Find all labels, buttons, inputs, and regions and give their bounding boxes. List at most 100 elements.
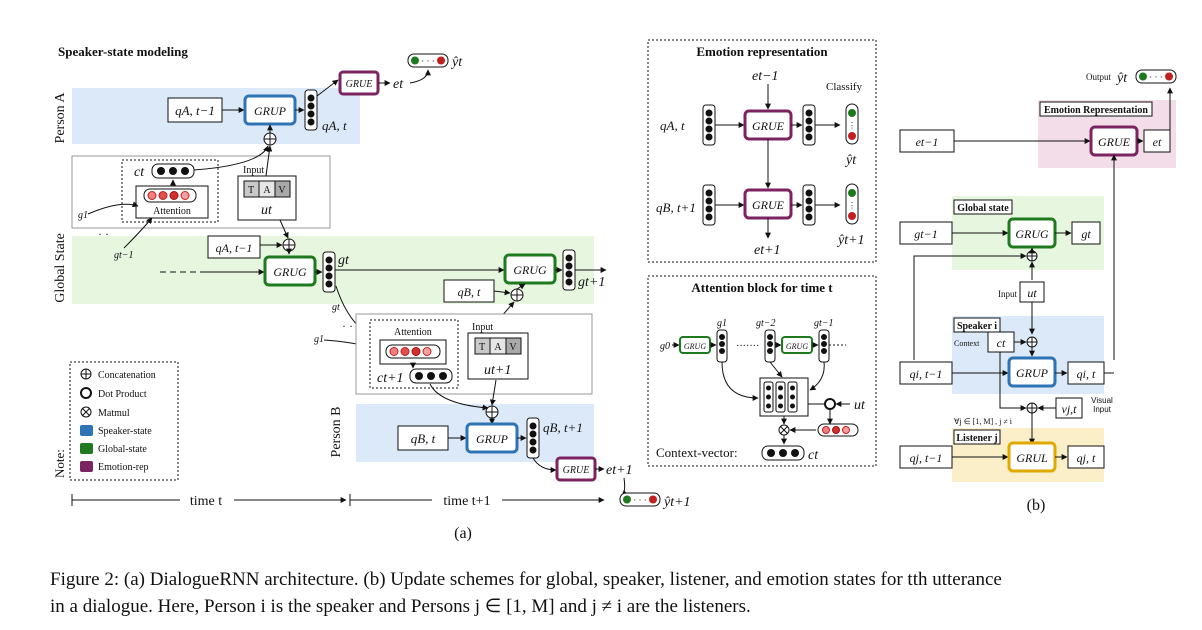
u-next-label: ut+1: [484, 363, 511, 378]
output-b-vector: [619, 492, 661, 507]
left-title: Speaker-state modeling: [58, 44, 188, 59]
svg-text:·······: ·······: [736, 341, 759, 352]
rb-e-prev: et−1: [916, 135, 939, 149]
rb-e-t-box: [1143, 129, 1171, 153]
svg-text:· · ·: · · ·: [1149, 72, 1163, 82]
svg-text:⋮: ⋮: [848, 121, 856, 130]
u-t-label: ut: [261, 203, 273, 218]
g-t-vector: [322, 251, 336, 293]
ap-g-t2: gt−2: [756, 318, 776, 329]
tav-t-next: T: [479, 342, 485, 353]
dialoguernn-diagram: Speaker-state modeling Person A Global S…: [52, 39, 1177, 542]
panel-b-label: (b): [1027, 497, 1046, 514]
attention-label-next: Attention: [394, 327, 432, 338]
rb-q-j-t: qj, t: [1077, 451, 1096, 465]
classify-label: Classify: [826, 81, 863, 93]
legend-dot: Dot Product: [98, 389, 147, 400]
caption-line-1: Figure 2: (a) DialogueRNN architecture. …: [50, 569, 1002, 590]
q-a-prev-global-label: qA, t−1: [216, 241, 253, 255]
ap-c-t: ct: [808, 448, 819, 463]
input-label-t: Input: [243, 165, 264, 176]
rb-gru-p-label: GRUP: [1016, 366, 1049, 380]
tav-v: V: [278, 185, 286, 196]
g-prev-label-t: gt−1: [114, 250, 134, 261]
e-next-label: et+1: [606, 463, 633, 478]
g-t-small: gt: [332, 302, 340, 313]
person-a-label: Person A: [53, 92, 68, 144]
y-hat-t-label: ŷt: [450, 55, 463, 70]
input-label-next: Input: [472, 322, 493, 333]
svg-text:· ·: · ·: [98, 227, 109, 241]
q-b-next-label: qB, t+1: [543, 420, 583, 435]
ap-g0: g0: [660, 341, 670, 352]
rb-g-prev: gt−1: [914, 227, 937, 241]
q-b-t-label: qB, t: [411, 431, 436, 446]
e-t-label: et: [393, 77, 404, 92]
g1-label-next: g1: [314, 334, 324, 345]
attention-panel-title: Attention block for time t: [691, 280, 833, 295]
rb-v-jt: vj,t: [1062, 402, 1078, 416]
q-a-t-label: qA, t: [322, 118, 347, 133]
gru-g-next: [503, 253, 557, 285]
rb-gru-p: [1007, 356, 1057, 388]
rb-g-t-box: [1071, 221, 1101, 245]
rb-condition: ∀j ∈ [1, M] , j ≠ i: [954, 417, 1013, 426]
rb-q-j-prev: qj, t−1: [910, 451, 943, 465]
ep-gru-e-b-label: GRUE: [752, 198, 785, 212]
rb-listener-label: Listener j: [956, 433, 997, 444]
person-b-label: Person B: [329, 407, 344, 458]
legend-box: [69, 361, 179, 481]
q-a-t-vector: [304, 89, 318, 131]
c-t-label: ct: [134, 165, 145, 180]
rb-y-hat: ŷt: [1115, 71, 1128, 86]
note-label: Note:: [52, 449, 67, 478]
ap-u-t: ut: [854, 398, 866, 413]
ep-gru-e-a-label: GRUE: [752, 119, 785, 133]
rb-gru-g-label: GRUG: [1015, 227, 1049, 241]
ap-g-t1: gt−1: [814, 318, 834, 329]
rb-gru-l-label: GRUL: [1016, 451, 1048, 465]
time-t-text: time t: [190, 494, 222, 509]
ap-gru-g-2: GRUG: [786, 342, 808, 351]
rb-c-t: ct: [997, 336, 1006, 350]
gru-p-b-label: GRUP: [476, 432, 509, 446]
rb-e-t: et: [1153, 135, 1162, 149]
y-hat-next-label: ŷt+1: [662, 495, 691, 510]
rb-visual-input: Visual Input: [1091, 396, 1113, 414]
g-t-label: gt: [338, 253, 350, 268]
ep-y-hat-next: ŷt+1: [836, 233, 865, 248]
legend-speaker: Speaker-state: [98, 426, 152, 437]
tav-a-next: A: [494, 342, 502, 353]
rb-output-vector: [1135, 69, 1177, 84]
rb-speaker-label: Speaker i: [957, 321, 997, 332]
c-next-label: ct+1: [377, 371, 404, 386]
tav-a: A: [263, 185, 271, 196]
q-a-prev-global-box: [207, 235, 261, 259]
gru-g-t-label: GRUG: [273, 265, 307, 279]
g1-label-t: g1: [78, 210, 88, 221]
ep-e-prev: et−1: [752, 69, 779, 84]
ap-gru-g-1: GRUG: [684, 342, 706, 351]
ep-y-hat-t: ŷt: [844, 153, 857, 168]
rb-output-label: Output: [1086, 72, 1112, 82]
svg-text:· · ·: · · ·: [421, 56, 435, 66]
ep-e-next: et+1: [754, 243, 781, 258]
emotion-panel-title: Emotion representation: [696, 44, 828, 59]
rb-q-j-t-box: [1067, 445, 1105, 469]
rb-u-t: ut: [1027, 286, 1037, 300]
legend-emotion: Emotion-rep: [98, 462, 149, 473]
svg-text:· ·: · ·: [342, 319, 353, 333]
ep-q-a-t: qA, t: [660, 118, 685, 133]
figure-caption: Figure 2: (a) DialogueRNN architecture. …: [50, 566, 1190, 620]
rb-emotion-rep-label: Emotion Representation: [1044, 105, 1148, 116]
attention-panel: [647, 275, 877, 467]
ap-context-vector: Context-vector:: [656, 445, 738, 460]
caption-line-2: in a dialogue. Here, Person i is the spe…: [50, 596, 751, 617]
tav-v-next: V: [509, 342, 517, 353]
rb-gru-e-label: GRUE: [1098, 135, 1131, 149]
global-state-label: Global State: [53, 233, 68, 303]
gru-p-a-label: GRUP: [254, 104, 287, 118]
legend-concat: Concatenation: [98, 370, 156, 381]
gru-e-b-label: GRUE: [563, 465, 590, 476]
